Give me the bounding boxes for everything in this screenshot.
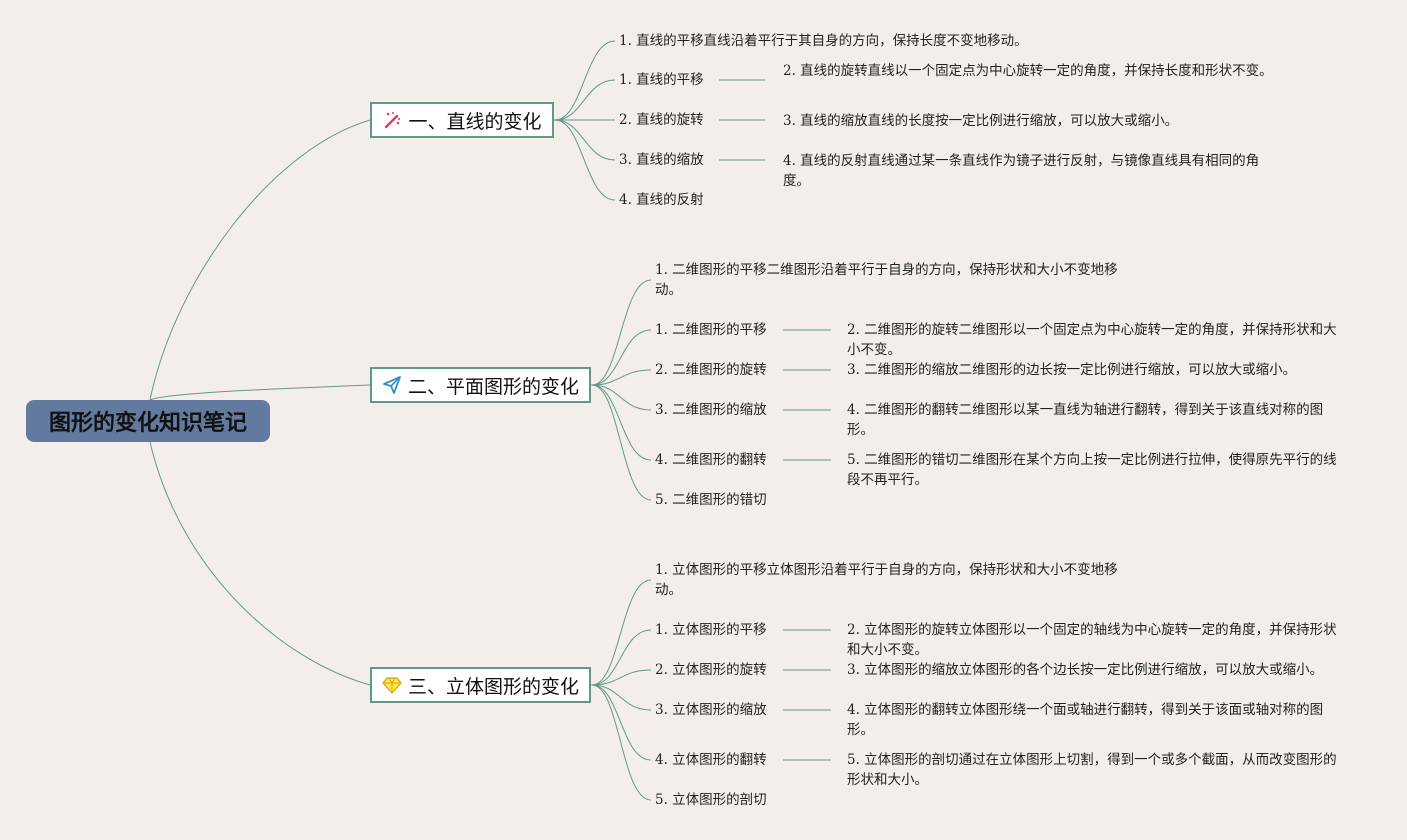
- leaf-link: [591, 629, 652, 686]
- leaf-link: [591, 369, 652, 386]
- root-node[interactable]: 图形的变化知识笔记: [26, 400, 270, 442]
- note-text: 3. 直线的缩放直线的长度按一定比例进行缩放，可以放大或缩小。: [783, 113, 1179, 129]
- leaf-link: [591, 579, 652, 686]
- branch-node-2[interactable]: 二、平面图形的变化: [370, 367, 591, 403]
- leaf-item[interactable]: 2. 二维图形的旋转: [655, 362, 767, 378]
- leaf-link: [554, 79, 616, 121]
- note-text: 5. 二维图形的错切二维图形在某个方向上按一定比例进行拉伸，使得原先平行的线段不…: [847, 452, 1337, 488]
- leaf-link: [591, 684, 652, 801]
- note-text: 4. 直线的反射直线通过某一条直线作为镜子进行反射，与镜像直线具有相同的角度。: [783, 153, 1260, 189]
- root-link-3: [149, 441, 371, 686]
- leaf-item[interactable]: 1. 直线的平移: [619, 72, 704, 88]
- leaf-item[interactable]: 5. 立体图形的剖切: [655, 792, 767, 808]
- leaf-item[interactable]: 3. 直线的缩放: [619, 152, 704, 168]
- branch-label: 一、直线的变化: [408, 110, 542, 133]
- leaf-item[interactable]: 1. 立体图形的平移立体图形沿着平行于自身的方向，保持形状和大小不变地移动。: [655, 562, 1118, 598]
- note-text: 2. 立体图形的旋转立体图形以一个固定的轴线为中心旋转一定的角度，并保持形状和大…: [847, 622, 1337, 658]
- note-text: 4. 二维图形的翻转二维图形以某一直线为轴进行翻转，得到关于该直线对称的图形。: [847, 402, 1324, 438]
- leaf-link: [591, 684, 652, 711]
- leaf-link: [554, 40, 616, 121]
- leaf-item[interactable]: 3. 二维图形的缩放: [655, 402, 767, 418]
- leaf-link: [591, 384, 652, 411]
- branch-node-3[interactable]: 三、立体图形的变化: [370, 667, 591, 703]
- leaf-item[interactable]: 5. 二维图形的错切: [655, 492, 767, 508]
- leaf-item[interactable]: 2. 立体图形的旋转: [655, 662, 767, 678]
- leaf-link: [591, 384, 652, 461]
- leaf-item[interactable]: 2. 直线的旋转: [619, 112, 704, 128]
- leaf-link: [591, 279, 652, 386]
- leaf-link: [554, 119, 616, 201]
- diamond-icon: [382, 675, 402, 695]
- root-label: 图形的变化知识笔记: [48, 411, 247, 436]
- leaf-link: [591, 329, 652, 386]
- leaf-item[interactable]: 4. 立体图形的翻转: [655, 752, 767, 768]
- leaf-item[interactable]: 1. 立体图形的平移: [655, 622, 767, 638]
- note-text: 2. 直线的旋转直线以一个固定点为中心旋转一定的角度，并保持长度和形状不变。: [783, 63, 1273, 79]
- leaf-item[interactable]: 1. 二维图形的平移: [655, 322, 767, 338]
- paper-plane-icon: [382, 375, 402, 395]
- branch-node-1[interactable]: 一、直线的变化: [370, 102, 554, 138]
- note-text: 2. 二维图形的旋转二维图形以一个固定点为中心旋转一定的角度，并保持形状和大小不…: [847, 322, 1337, 358]
- leaf-item[interactable]: 1. 二维图形的平移二维图形沿着平行于自身的方向，保持形状和大小不变地移动。: [655, 262, 1118, 298]
- branch-label: 三、立体图形的变化: [407, 675, 579, 698]
- note-text: 4. 立体图形的翻转立体图形绕一个面或轴进行翻转，得到关于该面或轴对称的图形。: [847, 702, 1324, 738]
- leaf-link: [591, 384, 652, 501]
- leaf-item[interactable]: 4. 二维图形的翻转: [655, 452, 767, 468]
- magic-wand-icon: [382, 110, 402, 130]
- root-link-1: [149, 119, 371, 401]
- leaf-item[interactable]: 4. 直线的反射: [619, 192, 704, 208]
- leaf-link: [591, 684, 652, 761]
- note-text: 3. 立体图形的缩放立体图形的各个边长按一定比例进行缩放，可以放大或缩小。: [847, 662, 1324, 678]
- leaf-link: [591, 669, 652, 686]
- leaf-item[interactable]: 3. 立体图形的缩放: [655, 702, 767, 718]
- leaf-item[interactable]: 1. 直线的平移直线沿着平行于其自身的方向，保持长度不变地移动。: [619, 33, 1028, 49]
- branch-label: 二、平面图形的变化: [407, 375, 579, 398]
- root-link-2: [149, 384, 371, 401]
- note-text: 5. 立体图形的剖切通过在立体图形上切割，得到一个或多个截面，从而改变图形的形状…: [847, 752, 1337, 788]
- note-text: 3. 二维图形的缩放二维图形的边长按一定比例进行缩放，可以放大或缩小。: [847, 362, 1297, 378]
- leaf-link: [554, 119, 616, 161]
